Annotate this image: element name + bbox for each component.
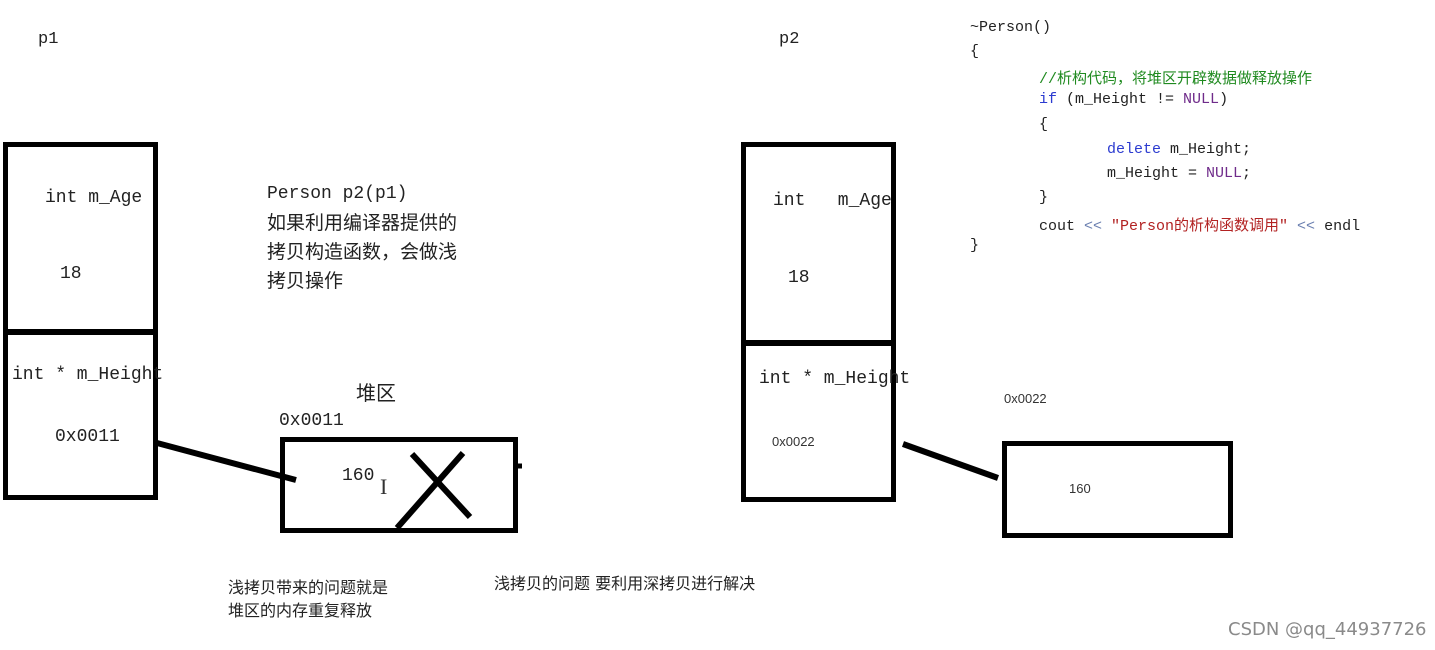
macro-null: NULL bbox=[1183, 91, 1220, 108]
object-p1-label: p1 bbox=[38, 30, 59, 49]
p2-height-cell bbox=[741, 340, 896, 502]
problem-note-line1: 浅拷贝带来的问题就是 bbox=[228, 578, 389, 597]
if-close-paren: ) bbox=[1219, 91, 1229, 108]
p1-height-field-value: 0x0011 bbox=[55, 427, 120, 447]
pointer-arrow-p2 bbox=[901, 441, 1000, 481]
p1-height-cell bbox=[3, 329, 158, 500]
delete-target: m_Height; bbox=[1161, 141, 1252, 158]
stream-operator-1: << bbox=[1084, 218, 1103, 235]
p2-age-field-label: int m_Age bbox=[773, 191, 892, 211]
heap-title: 堆区 bbox=[356, 381, 396, 405]
code-line-assign: m_Height = NULL; bbox=[1107, 165, 1251, 182]
code-line-inner-close-brace: } bbox=[1039, 189, 1049, 206]
stream-operator-2: << bbox=[1297, 218, 1316, 235]
p2-height-field-value: 0x0022 bbox=[772, 434, 815, 449]
string-literal: "Person的析构函数调用" bbox=[1102, 218, 1298, 235]
heap-right-address: 0x0022 bbox=[1004, 391, 1047, 406]
heap-left-cell bbox=[280, 437, 518, 533]
code-line-close-brace: } bbox=[970, 237, 980, 254]
p1-age-field-label: int m_Age bbox=[45, 188, 143, 208]
code-line-cout: cout << "Person的析构函数调用" << endl bbox=[1039, 214, 1360, 235]
problem-note-line2: 堆区的内存重复释放 bbox=[228, 601, 373, 620]
x-mark-stroke-1 bbox=[409, 451, 473, 520]
copy-note-line2: 如果利用编译器提供的 bbox=[267, 212, 458, 234]
heap-left-value: 160 bbox=[342, 466, 375, 486]
keyword-delete: delete bbox=[1107, 141, 1162, 158]
object-p2-label: p2 bbox=[779, 30, 800, 49]
code-line-comment: //析构代码，将堆区开辟数据做释放操作 bbox=[1039, 71, 1313, 88]
code-line-signature: ~Person() bbox=[970, 19, 1052, 36]
x-mark-stroke-2 bbox=[394, 451, 466, 530]
assign-semicolon: ; bbox=[1242, 165, 1252, 182]
p2-age-field-value: 18 bbox=[788, 268, 810, 288]
p1-age-field-value: 18 bbox=[60, 264, 82, 284]
code-line-if: if (m_Height != NULL) bbox=[1039, 91, 1228, 108]
text-cursor-icon: I bbox=[380, 474, 388, 499]
p2-height-field-label: int * m_Height bbox=[759, 369, 911, 389]
keyword-if: if bbox=[1039, 91, 1058, 108]
p1-height-field-label: int * m_Height bbox=[12, 365, 164, 385]
cout-identifier: cout bbox=[1039, 218, 1085, 235]
copy-note-code: Person p2(p1) bbox=[267, 184, 408, 204]
solution-note: 浅拷贝的问题 要利用深拷贝进行解决 bbox=[494, 574, 756, 593]
code-line-delete: delete m_Height; bbox=[1107, 141, 1251, 158]
macro-null-assign: NULL bbox=[1206, 165, 1243, 182]
assign-lhs: m_Height = bbox=[1107, 165, 1207, 182]
heap-right-value: 160 bbox=[1069, 481, 1091, 496]
p2-age-cell bbox=[741, 142, 896, 346]
code-line-inner-open-brace: { bbox=[1039, 116, 1049, 133]
heap-left-address: 0x0011 bbox=[279, 411, 344, 431]
watermark: CSDN @qq_44937726 bbox=[1228, 619, 1427, 640]
pointer-arrow-p1 bbox=[156, 440, 297, 483]
copy-note-line3: 拷贝构造函数，会做浅 bbox=[267, 241, 458, 263]
copy-note-line4: 拷贝操作 bbox=[267, 270, 344, 292]
if-condition: (m_Height != bbox=[1057, 91, 1184, 108]
heap-right-cell bbox=[1002, 441, 1233, 538]
endl-identifier: endl bbox=[1315, 218, 1361, 235]
p1-age-cell bbox=[3, 142, 158, 335]
code-line-open-brace: { bbox=[970, 43, 980, 60]
